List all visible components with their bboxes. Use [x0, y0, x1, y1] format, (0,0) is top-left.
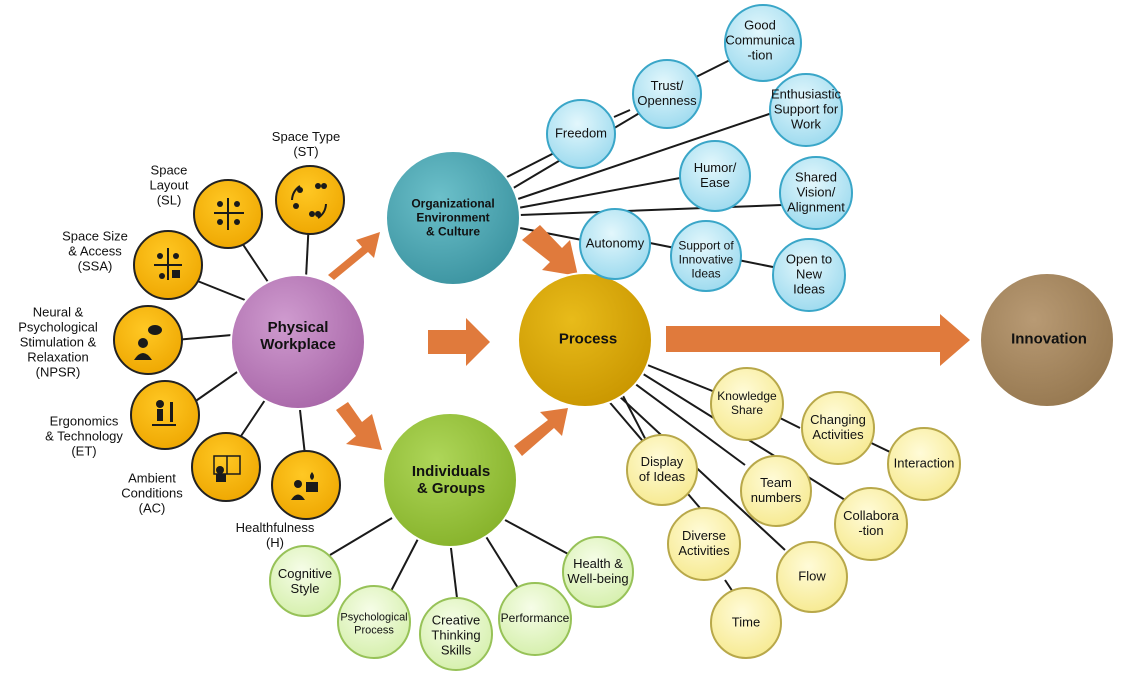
neural-node — [113, 305, 183, 375]
creative-node — [419, 597, 493, 671]
shared-vision-node — [779, 156, 853, 230]
process-hub — [517, 272, 653, 408]
workstation-icon — [152, 400, 176, 426]
arrow-physical-to-process — [428, 318, 490, 366]
space-type-node — [275, 165, 345, 235]
ergonomics-node — [130, 380, 200, 450]
head-thought-icon — [134, 325, 162, 360]
ambient-node — [191, 432, 261, 502]
cognitive-node — [269, 545, 341, 617]
space-size-icon — [154, 248, 182, 280]
support-ideas-node — [670, 220, 742, 292]
window-light-icon — [213, 455, 241, 482]
display-node — [626, 434, 698, 506]
team-node — [740, 455, 812, 527]
trust-node — [632, 59, 702, 129]
enthusiastic-node — [769, 73, 843, 147]
arrow-physical-to-org — [328, 232, 380, 280]
arrow-process-to-innovation — [666, 314, 970, 366]
flow-node — [776, 541, 848, 613]
space-layout-icon — [214, 198, 244, 230]
arrow-org-to-process — [522, 225, 578, 276]
diverse-node — [667, 507, 741, 581]
individuals-groups-hub — [382, 412, 518, 548]
innovation-hub — [979, 272, 1115, 408]
good-comm-node — [724, 4, 802, 82]
flow-arrows — [328, 225, 970, 456]
psychological-node — [337, 585, 411, 659]
connector-lines — [174, 59, 891, 599]
wellbeing-icon — [291, 472, 318, 500]
humor-node — [679, 140, 751, 212]
arrow-physical-to-individuals — [336, 402, 382, 450]
freedom-node — [546, 99, 616, 169]
autonomy-node — [579, 208, 651, 280]
org-environment-hub — [385, 150, 521, 286]
open-ideas-node — [772, 238, 846, 312]
space-type-icon — [291, 183, 327, 219]
performance-node — [498, 582, 572, 656]
physical-workplace-hub — [230, 274, 366, 410]
changing-node — [801, 391, 875, 465]
collaboration-node — [834, 487, 908, 561]
health-node — [562, 536, 634, 608]
time-node — [710, 587, 782, 659]
interaction-node — [887, 427, 961, 501]
arrow-individuals-to-process — [514, 408, 568, 456]
knowledge-node — [710, 367, 784, 441]
